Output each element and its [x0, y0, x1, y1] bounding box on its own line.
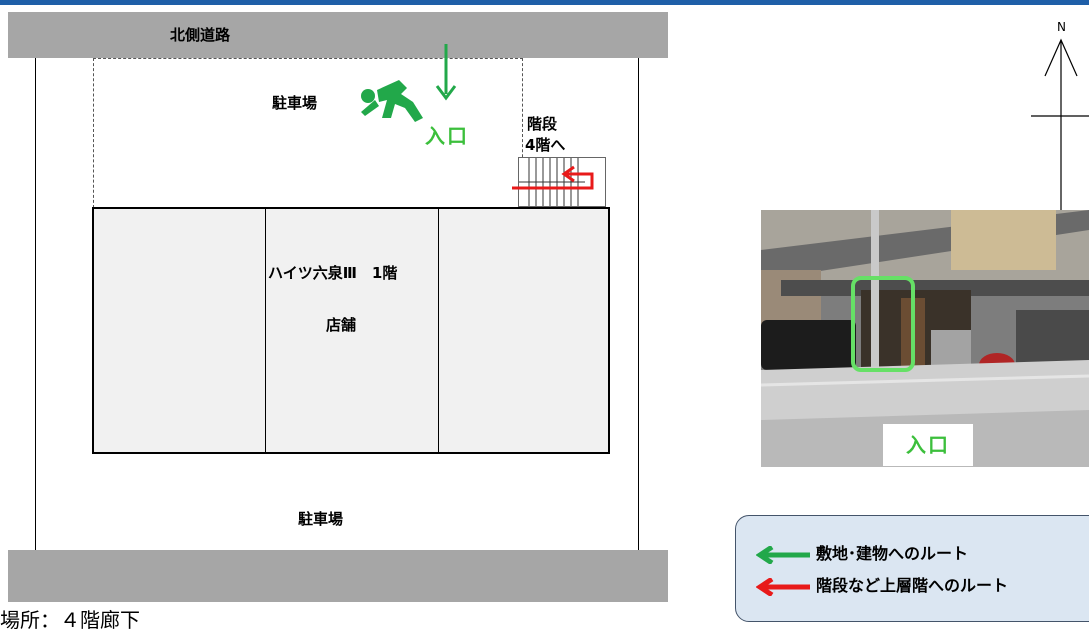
building-name-label: ハイツ六泉Ⅲ 1階 — [268, 264, 398, 282]
south-road — [8, 550, 668, 602]
legend-red-text: 階段など上層階へのルート — [816, 576, 1009, 595]
north-compass: N — [1025, 20, 1089, 210]
building-ground-floor — [92, 207, 610, 454]
north-road-label: 北側道路 — [169, 26, 230, 44]
green-arrow-icon — [755, 544, 810, 565]
shop-divider — [438, 209, 439, 452]
staircase-steps-icon — [519, 158, 585, 206]
shop-divider — [265, 209, 266, 452]
entry-route-arrow — [435, 44, 457, 101]
legend-item-red: 階段など上層階へのルート — [755, 572, 1009, 597]
route-legend: 敷地･建物へのルート 階段など上層階へのルート — [735, 515, 1089, 622]
north-road — [8, 12, 668, 58]
photo-entrance-label: 入口 — [883, 424, 973, 466]
parking-area-north — [93, 58, 523, 208]
header-bar — [0, 0, 1089, 5]
north-letter: N — [1057, 20, 1066, 34]
site-boundary-right — [638, 58, 639, 550]
shop-label: 店舗 — [326, 316, 357, 334]
north-arrow-icon — [1031, 38, 1089, 210]
stairs-destination-label: 4階へ — [525, 136, 566, 154]
staircase — [518, 157, 606, 207]
parking-south-label: 駐車場 — [298, 510, 344, 528]
legend-item-green: 敷地･建物へのルート — [755, 540, 969, 565]
stairs-route-arrow — [512, 165, 594, 190]
stairs-label: 階段 — [527, 115, 558, 133]
location-caption: 場所：４階廊下 — [0, 608, 140, 632]
red-arrow-icon — [755, 576, 810, 597]
site-boundary-left — [35, 58, 36, 550]
entrance-label: 入口 — [425, 124, 469, 148]
parking-north-label: 駐車場 — [272, 94, 318, 112]
walking-person-icon — [361, 80, 423, 122]
legend-green-text: 敷地･建物へのルート — [816, 544, 969, 563]
